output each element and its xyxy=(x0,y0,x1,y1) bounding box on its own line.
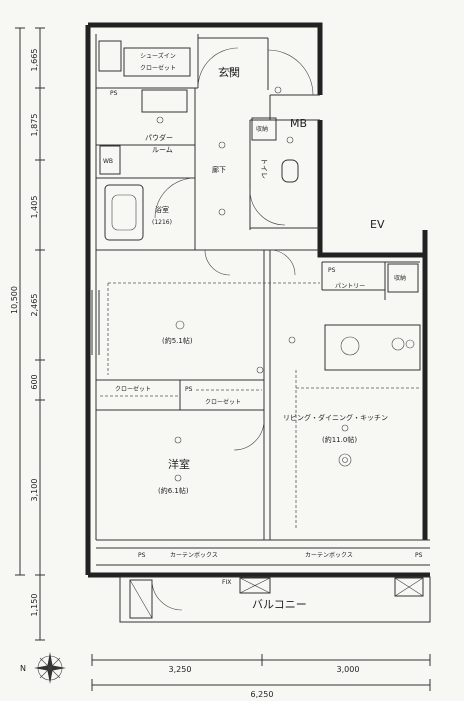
bathtub-inner xyxy=(111,194,137,231)
dim-total-height: 10,500 xyxy=(10,286,19,314)
room1-light-icon xyxy=(175,320,185,330)
dim-left-1: 1,665 xyxy=(30,49,39,72)
ps-entrance: PS xyxy=(110,90,118,97)
pantry-label: パントリー xyxy=(335,283,365,290)
bathroom-size: (1216) xyxy=(152,219,172,226)
corridor-light-icon-2 xyxy=(218,208,226,216)
room1-door-swing xyxy=(204,249,231,276)
bathroom-door-swing xyxy=(154,177,196,219)
closet-a-label: クローゼット xyxy=(115,385,151,393)
dim-left-7: 1,150 xyxy=(30,594,39,617)
storage-small-label: 収納 xyxy=(394,274,406,282)
balcony-storage xyxy=(129,579,153,619)
pantry-storage xyxy=(387,263,419,293)
ps-bottom-right: PS xyxy=(415,552,423,559)
corridor-label: 廊下 xyxy=(212,165,226,174)
dim-left-3: 1,405 xyxy=(30,196,39,219)
stove-icon xyxy=(391,337,405,351)
toilet-fixture-icon xyxy=(281,159,299,183)
hallway-light-icon xyxy=(256,366,264,374)
corridor-light-icon-1 xyxy=(218,141,226,149)
curtain-box-right: カーテンボックス xyxy=(305,551,353,559)
interior-partitions xyxy=(96,34,430,566)
room2-door-swing xyxy=(233,419,265,451)
dim-bottom-2: 3,000 xyxy=(337,665,360,674)
powder-room-label-1: パウダー xyxy=(145,133,173,142)
bottom-dimension-line xyxy=(91,654,431,691)
outdoor-unit xyxy=(394,577,424,597)
compass-north-label: N xyxy=(20,664,26,673)
sink-icon xyxy=(340,336,360,356)
powder-room-light-icon xyxy=(156,116,164,124)
dim-total-width: 6,250 xyxy=(251,690,274,699)
ldk-light-icon-1 xyxy=(288,336,296,344)
dim-left-2: 1,875 xyxy=(30,114,39,137)
ldk-door-swing-top xyxy=(269,249,296,276)
vanity-counter xyxy=(141,89,188,113)
dim-left-4: 2,465 xyxy=(30,294,39,317)
curtain-box-left: カーテンボックス xyxy=(170,551,218,559)
storage-main-label: 収納 xyxy=(256,125,268,133)
shoe-closet-label2: クローゼット xyxy=(140,64,176,72)
ldk-size: (約11.0帖) xyxy=(322,435,357,444)
ldk-label: リビング・ダイニング・キッチン xyxy=(283,413,388,422)
storage-main-box xyxy=(251,117,277,141)
dim-bottom-1: 3,250 xyxy=(169,665,192,674)
toilet-door-swing xyxy=(249,189,286,226)
toilet-light-icon xyxy=(286,136,294,144)
shoe-closet-box xyxy=(98,40,122,72)
balcony-hatch xyxy=(239,577,271,594)
ps-closet: PS xyxy=(185,386,193,393)
left-dimension-line xyxy=(15,27,45,641)
ev-label: EV xyxy=(370,218,385,231)
room2-light-icon-2 xyxy=(174,474,182,482)
compass-rose-icon xyxy=(34,652,66,684)
outer-walls xyxy=(85,22,430,578)
mb-label: MB xyxy=(290,117,307,130)
ldk-light-icon-2 xyxy=(341,424,349,432)
ldk-floor-heating-icon-inner xyxy=(342,457,348,463)
ps-kitchen: PS xyxy=(328,267,336,274)
balcony-outline xyxy=(119,576,431,623)
western-room-1-size: (約5.1帖) xyxy=(162,336,193,345)
shoe-closet-label: シューズイン xyxy=(140,52,176,60)
doorbell-icon xyxy=(274,86,282,94)
powder-room-label-2: ルーム xyxy=(152,146,173,154)
balcony-storage-cross xyxy=(129,579,153,619)
outdoor-unit-cross-2 xyxy=(394,577,424,597)
ps-bottom-left: PS xyxy=(138,552,146,559)
light-fixture-icon xyxy=(227,67,233,73)
stove-burner-icon xyxy=(405,339,415,349)
wb-label: WB xyxy=(103,158,113,165)
fix-label: FIX xyxy=(222,579,231,586)
front-door-swing xyxy=(267,49,314,96)
entrance-door-swing xyxy=(197,47,239,89)
closet-b-label: クローゼット xyxy=(205,398,241,406)
balcony-label: バルコニー xyxy=(252,598,307,611)
bathtub-icon xyxy=(104,184,144,241)
shoe-in-closet xyxy=(123,47,191,77)
western-room-2-label: 洋室 xyxy=(168,457,190,471)
washing-machine-area xyxy=(99,145,121,175)
bathroom-label: 浴室 xyxy=(155,205,169,214)
balcony-door-swing xyxy=(151,579,183,611)
balcony-hatch-cross-2 xyxy=(239,577,271,594)
ldk-floor-heating-icon xyxy=(338,453,352,467)
room2-light-icon-1 xyxy=(174,436,182,444)
western-room-2-size: (約6.1帖) xyxy=(158,486,189,495)
toilet-label: トイレ xyxy=(260,158,268,179)
dim-left-5: 600 xyxy=(30,374,39,389)
dim-left-6: 3,100 xyxy=(30,479,39,502)
